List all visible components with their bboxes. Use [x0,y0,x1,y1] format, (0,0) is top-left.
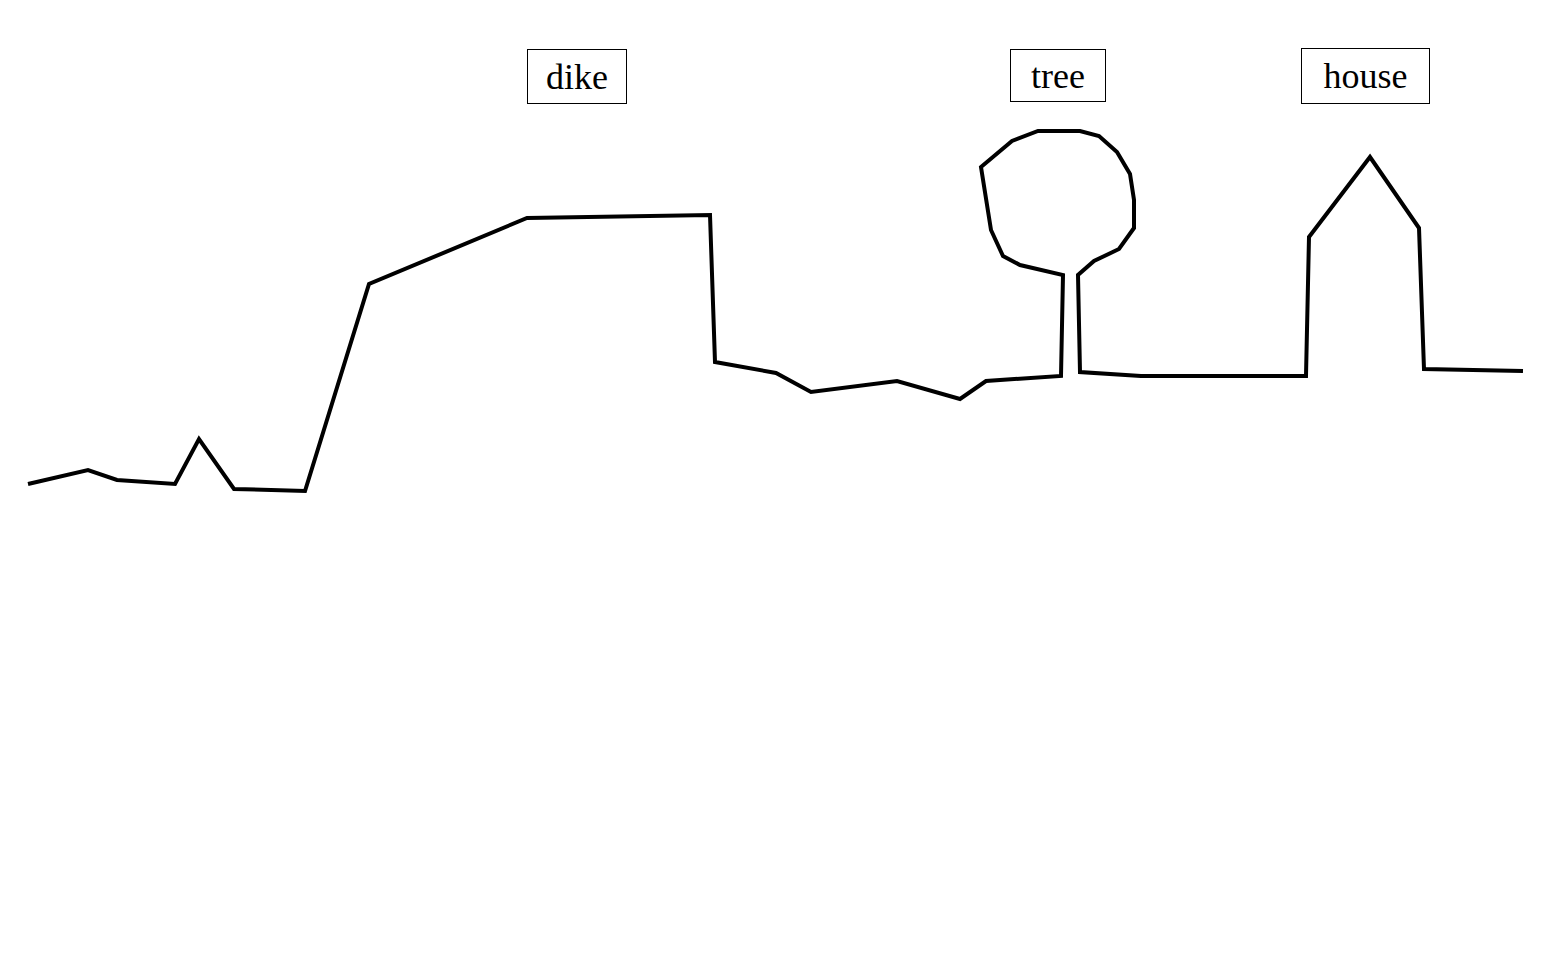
skyline-line [28,131,1523,491]
label-box: dike [527,49,627,104]
label-text: dike [546,59,608,95]
label-box: tree [1010,49,1106,102]
label-text: tree [1031,58,1085,94]
label-text: house [1324,58,1408,94]
label-box: house [1301,48,1430,104]
